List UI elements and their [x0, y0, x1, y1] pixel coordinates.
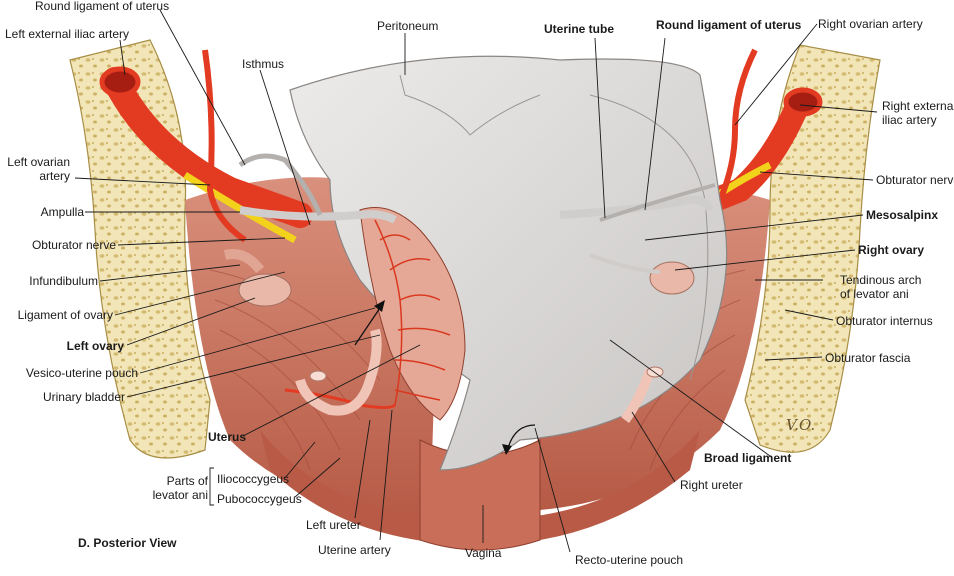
label-right-ovary: Right ovary	[858, 243, 925, 257]
label-right-ext-iliac-line2: iliac artery	[882, 113, 937, 127]
recto-uterine-arrow	[502, 424, 536, 455]
label-uterus: Uterus	[208, 430, 247, 444]
label-round-ligament-right: Round ligament of uterus	[656, 18, 802, 32]
label-parts-levator-line2: levator ani	[152, 488, 208, 502]
label-isthmus: Isthmus	[242, 57, 285, 71]
right-ovarian-artery	[717, 48, 758, 202]
label-right-ureter: Right ureter	[680, 478, 743, 492]
figure-caption: D. Posterior View	[78, 536, 177, 550]
label-vesico-uterine-pouch: Vesico-uterine pouch	[25, 366, 138, 380]
label-pubococcygeus: Pubococcygeus	[217, 492, 302, 506]
label-obturator-nerve-right: Obturator nerve	[876, 173, 954, 187]
label-urinary-bladder: Urinary bladder	[42, 390, 125, 404]
label-tendinous-arch-line2: of levator ani	[840, 287, 909, 301]
left-round-ligament	[238, 153, 323, 216]
label-tendinous-arch-line1: Tendinous arch	[840, 273, 922, 287]
left-obturator-nerve	[183, 172, 297, 244]
label-left-ureter: Left ureter	[306, 518, 361, 532]
label-recto-uterine-pouch: Recto-uterine pouch	[575, 553, 684, 567]
uterine-vessels	[374, 219, 451, 406]
right-ovary-shape	[649, 261, 695, 295]
vesico-uterine-arrow	[354, 300, 385, 346]
right-round-ligament	[599, 183, 716, 222]
label-obturator-nerve-left: Obturator nerve	[31, 238, 116, 252]
left-uterine-tube	[239, 206, 397, 224]
label-uterine-artery: Uterine artery	[318, 543, 391, 557]
label-parts-levator-line1: Parts of	[166, 474, 208, 488]
label-left-ovarian-line2: artery	[39, 169, 70, 183]
label-mesosalpinx: Mesosalpinx	[866, 208, 939, 222]
artist-signature: V.O.	[786, 416, 816, 434]
peritoneum-sheet	[289, 55, 728, 471]
label-broad-ligament: Broad ligament	[704, 451, 792, 465]
label-obturator-fascia: Obturator fascia	[825, 351, 911, 365]
right-ligament-of-ovary	[589, 253, 661, 274]
label-left-external-iliac-artery: Left external iliac artery	[5, 27, 130, 41]
right-ext-iliac-cut	[783, 87, 823, 117]
label-ampulla: Ampulla	[40, 205, 84, 219]
label-right-ext-iliac-line1: Right external	[882, 99, 954, 113]
label-round-ligament-left: Round ligament of uterus	[35, 0, 170, 13]
label-left-ovarian-line1: Left ovarian	[7, 155, 70, 169]
label-iliococcygeus: Iliococcygeus	[217, 472, 290, 486]
left-ureter	[295, 328, 382, 416]
left-external-iliac-artery	[102, 67, 313, 228]
label-vagina: Vagina	[465, 546, 502, 560]
left-ureter-cut	[309, 370, 327, 382]
left-ext-iliac-cut	[99, 66, 141, 98]
left-ovarian-artery	[202, 49, 247, 243]
label-uterine-tube: Uterine tube	[544, 22, 615, 36]
peritoneum-fold	[399, 74, 541, 136]
label-right-ovarian-artery: Right ovarian artery	[818, 17, 923, 31]
label-obturator-internus: Obturator internus	[836, 314, 933, 328]
left-ovary-shape	[238, 273, 292, 307]
label-ligament-of-ovary: Ligament of ovary	[17, 308, 113, 322]
label-infundibulum: Infundibulum	[29, 274, 98, 288]
leader-lines	[74, 9, 878, 553]
left-infundibulum	[223, 249, 264, 274]
label-left-ovary: Left ovary	[66, 339, 124, 353]
right-uterine-tube	[559, 195, 714, 219]
levator-floor	[260, 430, 700, 545]
label-peritoneum: Peritoneum	[377, 19, 439, 33]
